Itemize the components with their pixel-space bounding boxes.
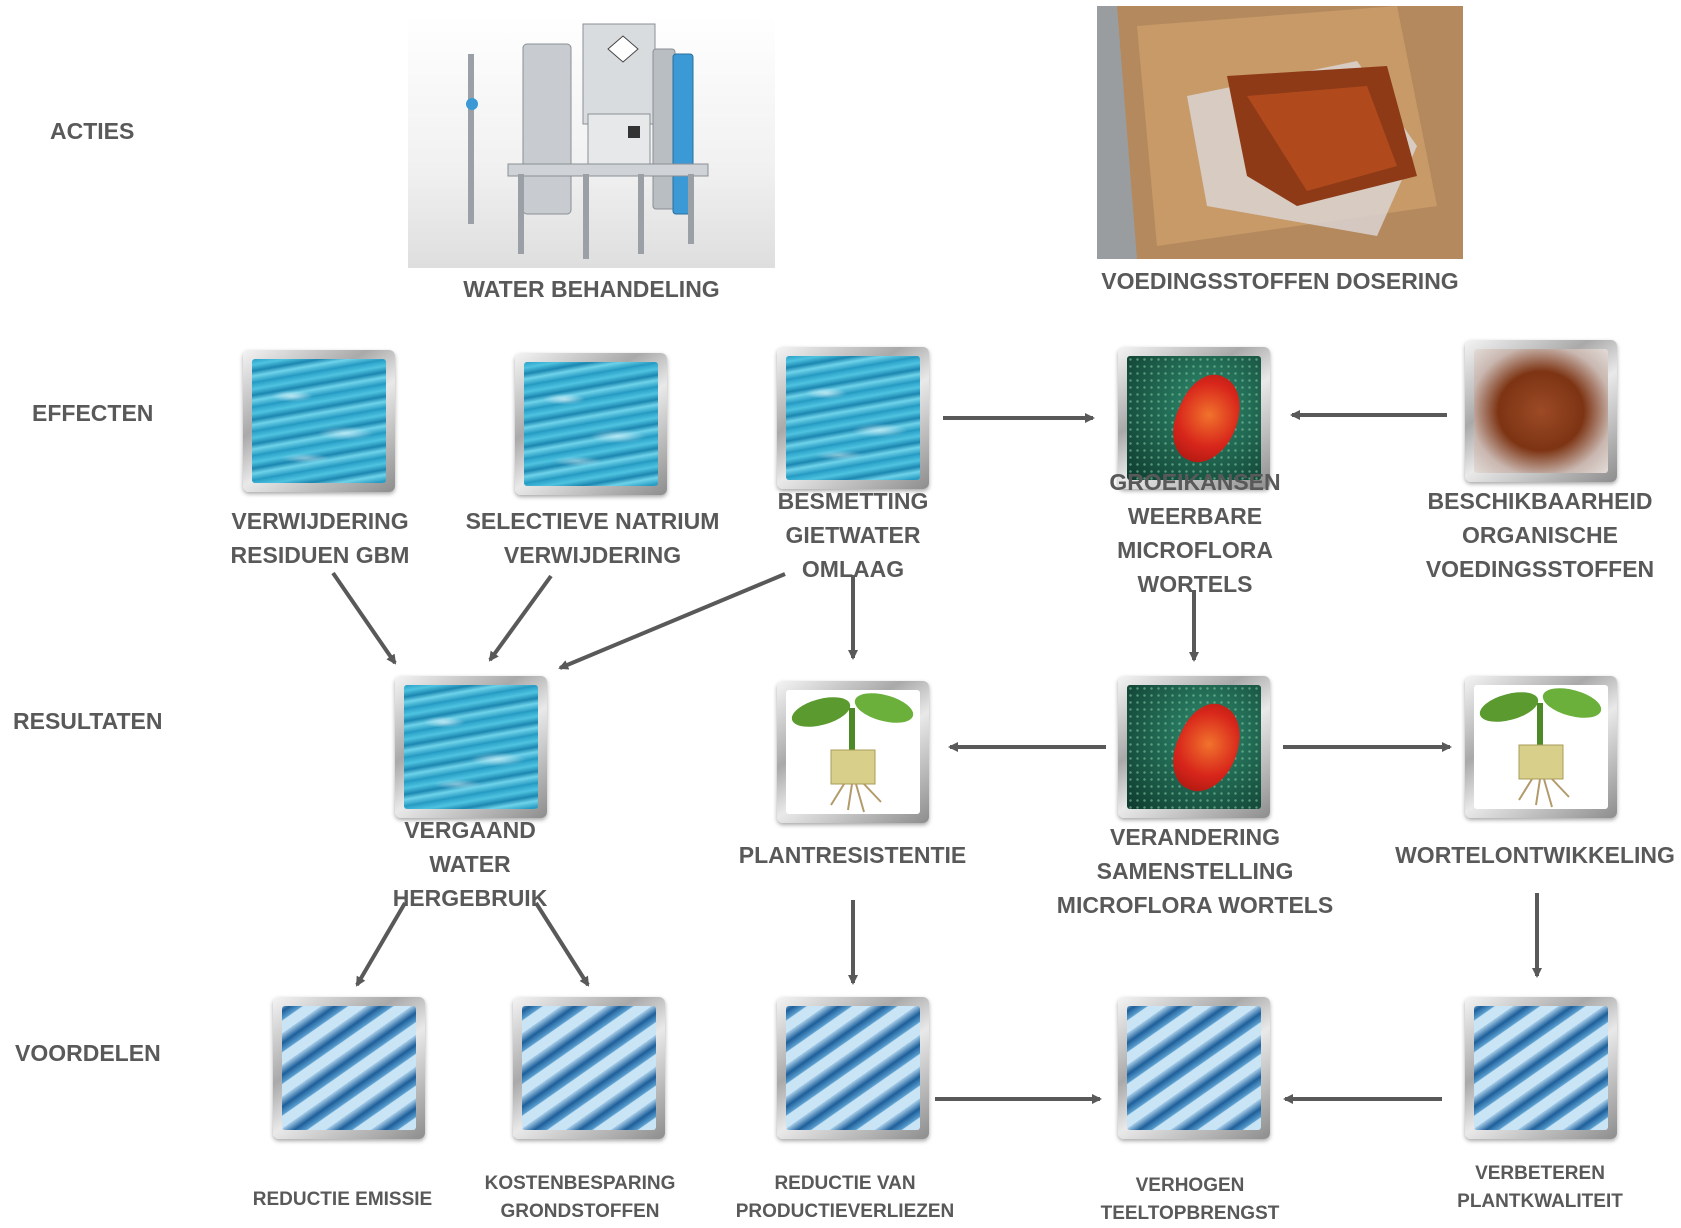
row-label-acties: ACTIES <box>50 118 135 144</box>
tile-plant-1 <box>777 681 929 823</box>
tile-water-4 <box>395 676 547 818</box>
label-plantresistentie: PLANTRESISTENTIE <box>738 842 967 868</box>
label-verbeteren-plantkwaliteit: VERBETEREN PLANTKWALITEIT <box>1410 1160 1670 1216</box>
label-line: BESMETTING <box>777 488 929 514</box>
label-reductie-productieverliezen: REDUCTIE VAN PRODUCTIEVERLIEZEN <box>720 1170 970 1226</box>
row-label-effecten: EFFECTEN <box>32 400 154 426</box>
label-line: VERGAAND <box>404 817 536 843</box>
nutrient-bag-photo <box>1097 6 1463 259</box>
label-line: GIETWATER <box>785 522 921 548</box>
label-verandering-samenstelling: VERANDERING SAMENSTELLING MICROFLORA WOR… <box>1040 820 1350 922</box>
label-line: WATER <box>429 851 511 877</box>
label-line: HERGEBRUIK <box>392 885 548 911</box>
label-vergaand-water: VERGAAND WATER HERGEBRUIK <box>370 813 570 915</box>
tile-plant-2 <box>1465 676 1617 818</box>
label-line: TEELTOPBRENGST <box>1100 1203 1280 1224</box>
label-beschikbaarheid: BESCHIKBAARHEID ORGANISCHE VOEDINGSSTOFF… <box>1400 484 1680 586</box>
tile-money-1 <box>273 997 425 1139</box>
tile-water-2 <box>515 353 667 495</box>
label-voedingsstoffen-dosering: VOEDINGSSTOFFEN DOSERING <box>1101 268 1459 294</box>
tile-water-3 <box>777 347 929 489</box>
label-line: SELECTIEVE NATRIUM <box>465 508 720 534</box>
tile-money-2 <box>513 997 665 1139</box>
water-treatment-photo <box>408 14 775 268</box>
label-line: WORTELS <box>1137 571 1253 597</box>
label-line: GRONDSTOFFEN <box>500 1201 660 1222</box>
row-label-voordelen: VOORDELEN <box>15 1040 161 1066</box>
label-kostenbesparing: KOSTENBESPARING GRONDSTOFFEN <box>465 1170 695 1226</box>
arrow <box>558 572 786 670</box>
tile-water-1 <box>243 350 395 492</box>
label-selectieve-natrium: SELECTIEVE NATRIUM VERWIJDERING <box>455 504 730 572</box>
label-line: REDUCTIE VAN <box>774 1173 916 1194</box>
label-line: SAMENSTELLING <box>1096 858 1294 884</box>
label-line: OMLAAG <box>801 556 905 582</box>
arrow <box>534 901 590 987</box>
label-wortelontwikkeling: WORTELONTWIKKELING <box>1395 842 1675 868</box>
tile-money-5 <box>1465 997 1617 1139</box>
label-line: KOSTENBESPARING <box>484 1173 676 1194</box>
row-label-resultaten: RESULTATEN <box>13 708 163 734</box>
label-water-behandeling: WATER BEHANDELING <box>463 276 720 302</box>
label-line: PRODUCTIEVERLIEZEN <box>735 1201 955 1222</box>
label-line: RESIDUEN GBM <box>230 542 410 568</box>
label-line: VERANDERING <box>1110 824 1280 850</box>
tile-money-4 <box>1118 997 1270 1139</box>
tile-bag-1 <box>1465 340 1617 482</box>
label-line: PLANTKWALITEIT <box>1457 1191 1623 1212</box>
label-verhogen-teeltopbrengst: VERHOGEN TEELTOPBRENGST <box>1065 1172 1315 1228</box>
tile-money-3 <box>777 997 929 1139</box>
label-line: VERWIJDERING <box>231 508 409 534</box>
label-line: MICROFLORA <box>1117 537 1273 563</box>
arrow <box>355 901 407 987</box>
label-line: VOEDINGSSTOFFEN <box>1425 556 1655 582</box>
label-line: MICROFLORA WORTELS <box>1056 892 1334 918</box>
label-line: VERWIJDERING <box>503 542 682 568</box>
label-groeikansen: GROEIKANSEN WEERBARE MICROFLORA WORTELS <box>1060 465 1330 601</box>
label-line: BESCHIKBAARHEID <box>1427 488 1653 514</box>
label-line: VERHOGEN <box>1135 1175 1245 1196</box>
label-reductie-emissie: REDUCTIE EMISSIE <box>252 1189 433 1210</box>
label-besmetting-gietwater: BESMETTING GIETWATER OMLAAG <box>730 484 976 586</box>
label-verwijdering-residuen: VERWIJDERING RESIDUEN GBM <box>190 504 450 572</box>
tile-microbe-1 <box>1118 347 1270 489</box>
arrow <box>331 571 397 665</box>
tile-microbe-2 <box>1118 676 1270 818</box>
arrow <box>488 574 553 662</box>
label-line: ORGANISCHE <box>1462 522 1618 548</box>
label-line: GROEIKANSEN <box>1109 469 1281 495</box>
label-line: VERBETEREN <box>1475 1163 1605 1184</box>
label-line: WEERBARE <box>1127 503 1263 529</box>
